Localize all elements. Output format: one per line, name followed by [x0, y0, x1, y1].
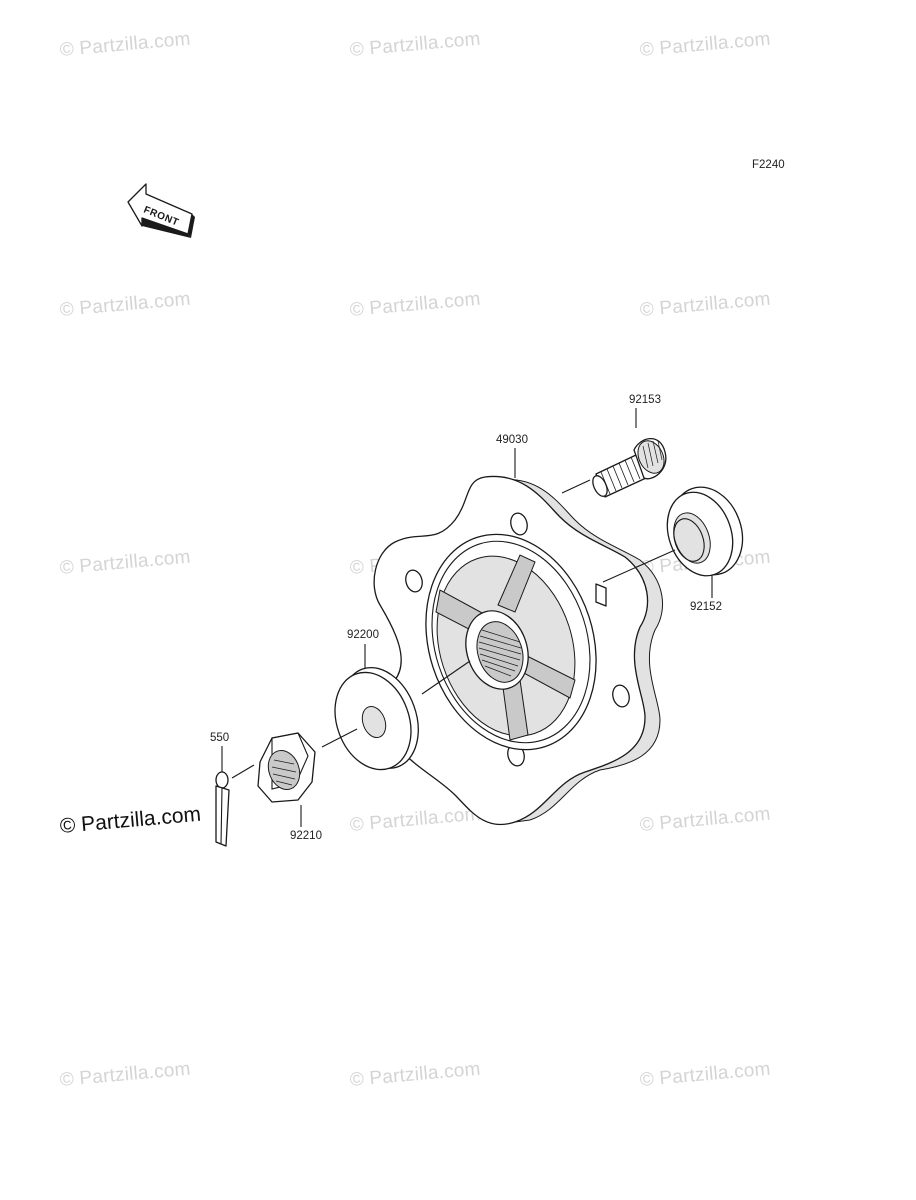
front-arrow-icon: FRONT: [127, 183, 195, 238]
cotter-pin: [215, 771, 230, 847]
hub-flange: [373, 475, 664, 826]
part-label-seal[interactable]: 92152: [690, 601, 722, 613]
diagram-code: F2240: [752, 159, 785, 171]
oil-seal: [666, 486, 744, 577]
part-label-cotter-pin[interactable]: 550: [210, 732, 230, 744]
wheel-stud: [592, 437, 667, 498]
washer: [334, 666, 419, 771]
part-label-hub[interactable]: 49030: [496, 434, 528, 446]
part-label-washer[interactable]: 92200: [347, 629, 379, 641]
part-label-nut[interactable]: 92210: [290, 830, 322, 842]
castle-nut: [257, 732, 316, 803]
part-label-stud[interactable]: 92153: [629, 394, 661, 406]
leader-lines: [221, 408, 713, 827]
